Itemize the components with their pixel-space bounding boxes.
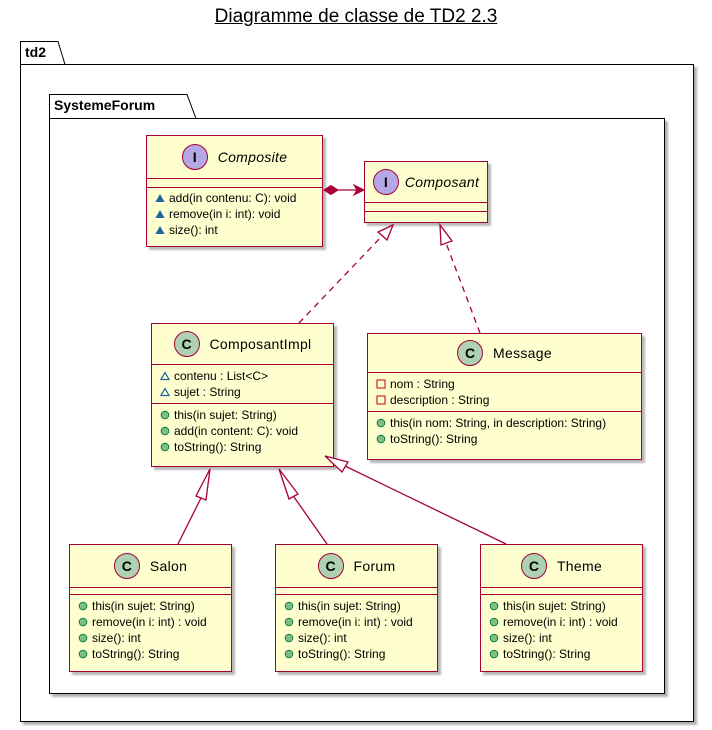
public-visibility-icon xyxy=(376,434,386,444)
package-td2-tab: td2 xyxy=(20,41,66,65)
package-visibility-icon xyxy=(160,387,170,397)
interface-badge-icon: I xyxy=(372,169,399,195)
public-visibility-icon xyxy=(78,617,88,627)
public-visibility-icon xyxy=(284,633,294,643)
public-visibility-icon xyxy=(284,617,294,627)
public-visibility-icon xyxy=(284,649,294,659)
method-row: this(in sujet: String) xyxy=(78,598,225,614)
field-row: sujet : String xyxy=(160,384,327,400)
fields-section xyxy=(365,202,487,211)
method-row: this(in sujet: String) xyxy=(284,598,431,614)
private-visibility-icon xyxy=(376,395,386,405)
public-visibility-icon xyxy=(160,426,170,436)
package-systemeforum-tab: SystemeForum xyxy=(49,94,197,119)
class-name: Composite xyxy=(217,149,288,165)
class-forum[interactable]: C Forum this(in sujet: String) remove(in… xyxy=(275,544,438,672)
class-composite[interactable]: I Composite add(in contenu: C): void rem… xyxy=(146,135,323,247)
public-visibility-icon xyxy=(284,601,294,611)
inheritance-edge xyxy=(278,468,328,545)
private-visibility-icon xyxy=(376,379,386,389)
class-salon[interactable]: C Salon this(in sujet: String) remove(in… xyxy=(69,544,232,672)
methods-section: this(in sujet: String) remove(in i: int)… xyxy=(70,594,231,666)
class-badge-icon: C xyxy=(317,553,344,579)
method-row: toString(): String xyxy=(78,646,225,662)
method-row: size(): int xyxy=(155,222,316,238)
method-row: toString(): String xyxy=(284,646,431,662)
realization-edge xyxy=(439,222,481,334)
public-visibility-icon xyxy=(160,442,170,452)
class-name: ComposantImpl xyxy=(209,336,312,352)
class-badge-icon: C xyxy=(520,553,547,579)
class-message[interactable]: C Message nom : String description : Str… xyxy=(367,333,642,460)
composition-edge xyxy=(323,183,366,197)
method-row: size(): int xyxy=(489,630,636,646)
public-visibility-icon xyxy=(78,649,88,659)
methods-section: add(in contenu: C): void remove(in i: in… xyxy=(147,187,322,242)
field-row: description : String xyxy=(376,392,635,408)
method-row: toString(): String xyxy=(160,439,327,455)
public-visibility-icon xyxy=(489,601,499,611)
inheritance-edge xyxy=(177,468,211,545)
package-visibility-icon xyxy=(155,226,165,234)
method-row: toString(): String xyxy=(489,646,636,662)
package-visibility-icon xyxy=(155,210,165,218)
method-row: this(in sujet: String) xyxy=(489,598,636,614)
public-visibility-icon xyxy=(160,410,170,420)
field-row: contenu : List<C> xyxy=(160,368,327,384)
class-name: Message xyxy=(493,345,552,361)
package-systemeforum-label: SystemeForum xyxy=(54,97,156,113)
package-td2-label: td2 xyxy=(25,44,46,60)
class-composant[interactable]: I Composant xyxy=(364,161,488,223)
class-badge-icon: C xyxy=(457,340,484,366)
interface-badge-icon: I xyxy=(181,144,208,170)
realization-edge xyxy=(298,223,395,324)
methods-section: this(in sujet: String) remove(in i: int)… xyxy=(276,594,437,666)
class-name: Salon xyxy=(149,558,188,574)
methods-section: this(in sujet: String) add(in content: C… xyxy=(152,403,333,459)
method-row: toString(): String xyxy=(376,431,635,447)
public-visibility-icon xyxy=(489,633,499,643)
public-visibility-icon xyxy=(489,649,499,659)
class-composantimpl[interactable]: C ComposantImpl contenu : List<C> sujet … xyxy=(151,323,334,467)
method-row: remove(in i: int) : void xyxy=(489,614,636,630)
fields-section xyxy=(481,587,642,594)
public-visibility-icon xyxy=(489,617,499,627)
public-visibility-icon xyxy=(78,633,88,643)
class-theme[interactable]: C Theme this(in sujet: String) remove(in… xyxy=(480,544,643,672)
public-visibility-icon xyxy=(376,418,386,428)
public-visibility-icon xyxy=(78,601,88,611)
field-row: nom : String xyxy=(376,376,635,392)
fields-section xyxy=(276,587,437,594)
method-row: size(): int xyxy=(284,630,431,646)
class-badge-icon: C xyxy=(173,331,200,357)
package-visibility-icon xyxy=(160,371,170,381)
method-row: this(in sujet: String) xyxy=(160,407,327,423)
method-row: this(in nom: String, in description: Str… xyxy=(376,415,635,431)
method-row: add(in contenu: C): void xyxy=(155,190,316,206)
fields-section: nom : String description : String xyxy=(368,372,641,411)
method-row: remove(in i: int) : void xyxy=(78,614,225,630)
method-row: remove(in i: int) : void xyxy=(284,614,431,630)
methods-section: this(in sujet: String) remove(in i: int)… xyxy=(481,594,642,666)
class-name: Composant xyxy=(404,174,480,190)
methods-section xyxy=(365,211,487,220)
method-row: size(): int xyxy=(78,630,225,646)
method-row: remove(in i: int): void xyxy=(155,206,316,222)
package-visibility-icon xyxy=(155,194,165,202)
methods-section: this(in nom: String, in description: Str… xyxy=(368,411,641,451)
diagram-title: Diagramme de classe de TD2 2.3 xyxy=(214,6,498,27)
class-badge-icon: C xyxy=(113,553,140,579)
fields-section xyxy=(147,178,322,187)
inheritance-edge xyxy=(324,455,507,545)
class-name: Theme xyxy=(556,558,603,574)
method-row: add(in content: C): void xyxy=(160,423,327,439)
class-name: Forum xyxy=(353,558,396,574)
fields-section: contenu : List<C> sujet : String xyxy=(152,364,333,403)
fields-section xyxy=(70,587,231,594)
